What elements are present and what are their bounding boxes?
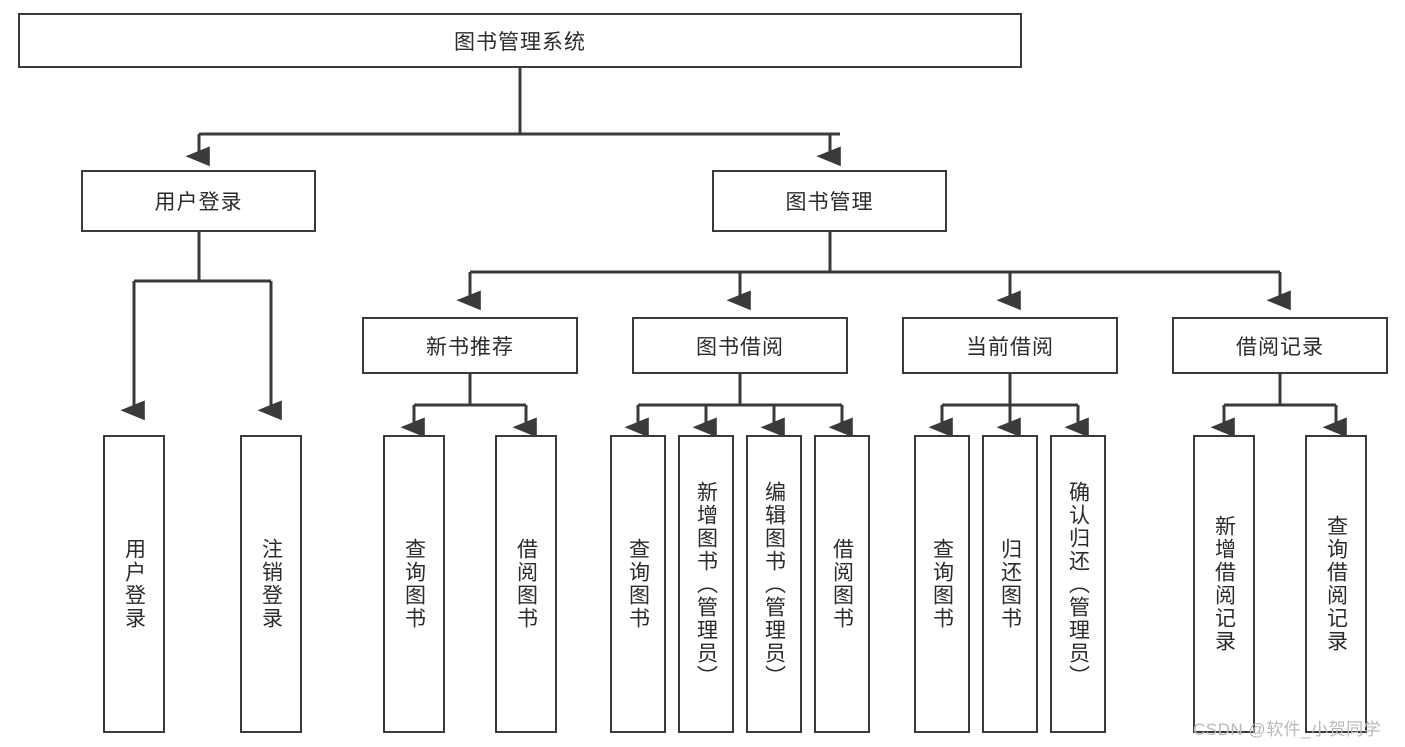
node-book-borrow-label: 图书借阅 xyxy=(696,335,784,359)
node-leaf-query-book-1-label: 查询图书 xyxy=(402,538,426,630)
node-root[interactable]: 图书管理系统 xyxy=(18,13,1022,68)
node-leaf-borrow-book-1[interactable]: 借阅图书 xyxy=(495,435,557,733)
node-leaf-return-book-label: 归还图书 xyxy=(998,538,1022,630)
node-leaf-logout[interactable]: 注销登录 xyxy=(240,435,302,733)
node-leaf-add-book-label: 新增图书（管理员） xyxy=(694,480,718,688)
node-user-login-label: 用户登录 xyxy=(154,191,243,214)
node-book-manage[interactable]: 图书管理 xyxy=(712,170,947,232)
node-borrow-record[interactable]: 借阅记录 xyxy=(1172,317,1388,374)
node-leaf-query-record-label: 查询借阅记录 xyxy=(1324,515,1348,653)
node-leaf-query-book-3-label: 查询图书 xyxy=(930,538,954,630)
node-leaf-borrow-book-1-label: 借阅图书 xyxy=(514,538,538,630)
node-leaf-add-record-label: 新增借阅记录 xyxy=(1212,515,1236,653)
node-leaf-logout-label: 注销登录 xyxy=(259,538,283,630)
node-leaf-query-book-1[interactable]: 查询图书 xyxy=(383,435,445,733)
node-new-book-rec[interactable]: 新书推荐 xyxy=(362,317,578,374)
node-leaf-add-book[interactable]: 新增图书（管理员） xyxy=(678,435,734,733)
node-leaf-query-book-2-label: 查询图书 xyxy=(626,538,650,630)
node-leaf-edit-book[interactable]: 编辑图书（管理员） xyxy=(746,435,802,733)
node-current-borrow[interactable]: 当前借阅 xyxy=(902,317,1118,374)
node-leaf-borrow-book-2[interactable]: 借阅图书 xyxy=(814,435,870,733)
node-leaf-user-login-label: 用户登录 xyxy=(122,538,146,630)
node-leaf-confirm-return[interactable]: 确认归还（管理员） xyxy=(1050,435,1106,733)
node-root-label: 图书管理系统 xyxy=(454,30,586,54)
node-user-login[interactable]: 用户登录 xyxy=(81,170,316,232)
node-borrow-record-label: 借阅记录 xyxy=(1236,335,1324,359)
node-current-borrow-label: 当前借阅 xyxy=(966,335,1054,359)
node-leaf-add-record[interactable]: 新增借阅记录 xyxy=(1193,435,1255,733)
node-new-book-rec-label: 新书推荐 xyxy=(426,335,514,359)
node-leaf-query-book-3[interactable]: 查询图书 xyxy=(914,435,970,733)
node-leaf-edit-book-label: 编辑图书（管理员） xyxy=(762,480,786,688)
node-book-borrow[interactable]: 图书借阅 xyxy=(632,317,848,374)
node-leaf-user-login[interactable]: 用户登录 xyxy=(103,435,165,733)
csdn-watermark: CSDN @软件_小贺同学 xyxy=(1193,720,1382,739)
node-leaf-query-record[interactable]: 查询借阅记录 xyxy=(1305,435,1367,733)
node-leaf-return-book[interactable]: 归还图书 xyxy=(982,435,1038,733)
node-leaf-borrow-book-2-label: 借阅图书 xyxy=(830,538,854,630)
node-leaf-query-book-2[interactable]: 查询图书 xyxy=(610,435,666,733)
node-leaf-confirm-return-label: 确认归还（管理员） xyxy=(1066,480,1090,688)
node-book-manage-label: 图书管理 xyxy=(785,191,874,214)
